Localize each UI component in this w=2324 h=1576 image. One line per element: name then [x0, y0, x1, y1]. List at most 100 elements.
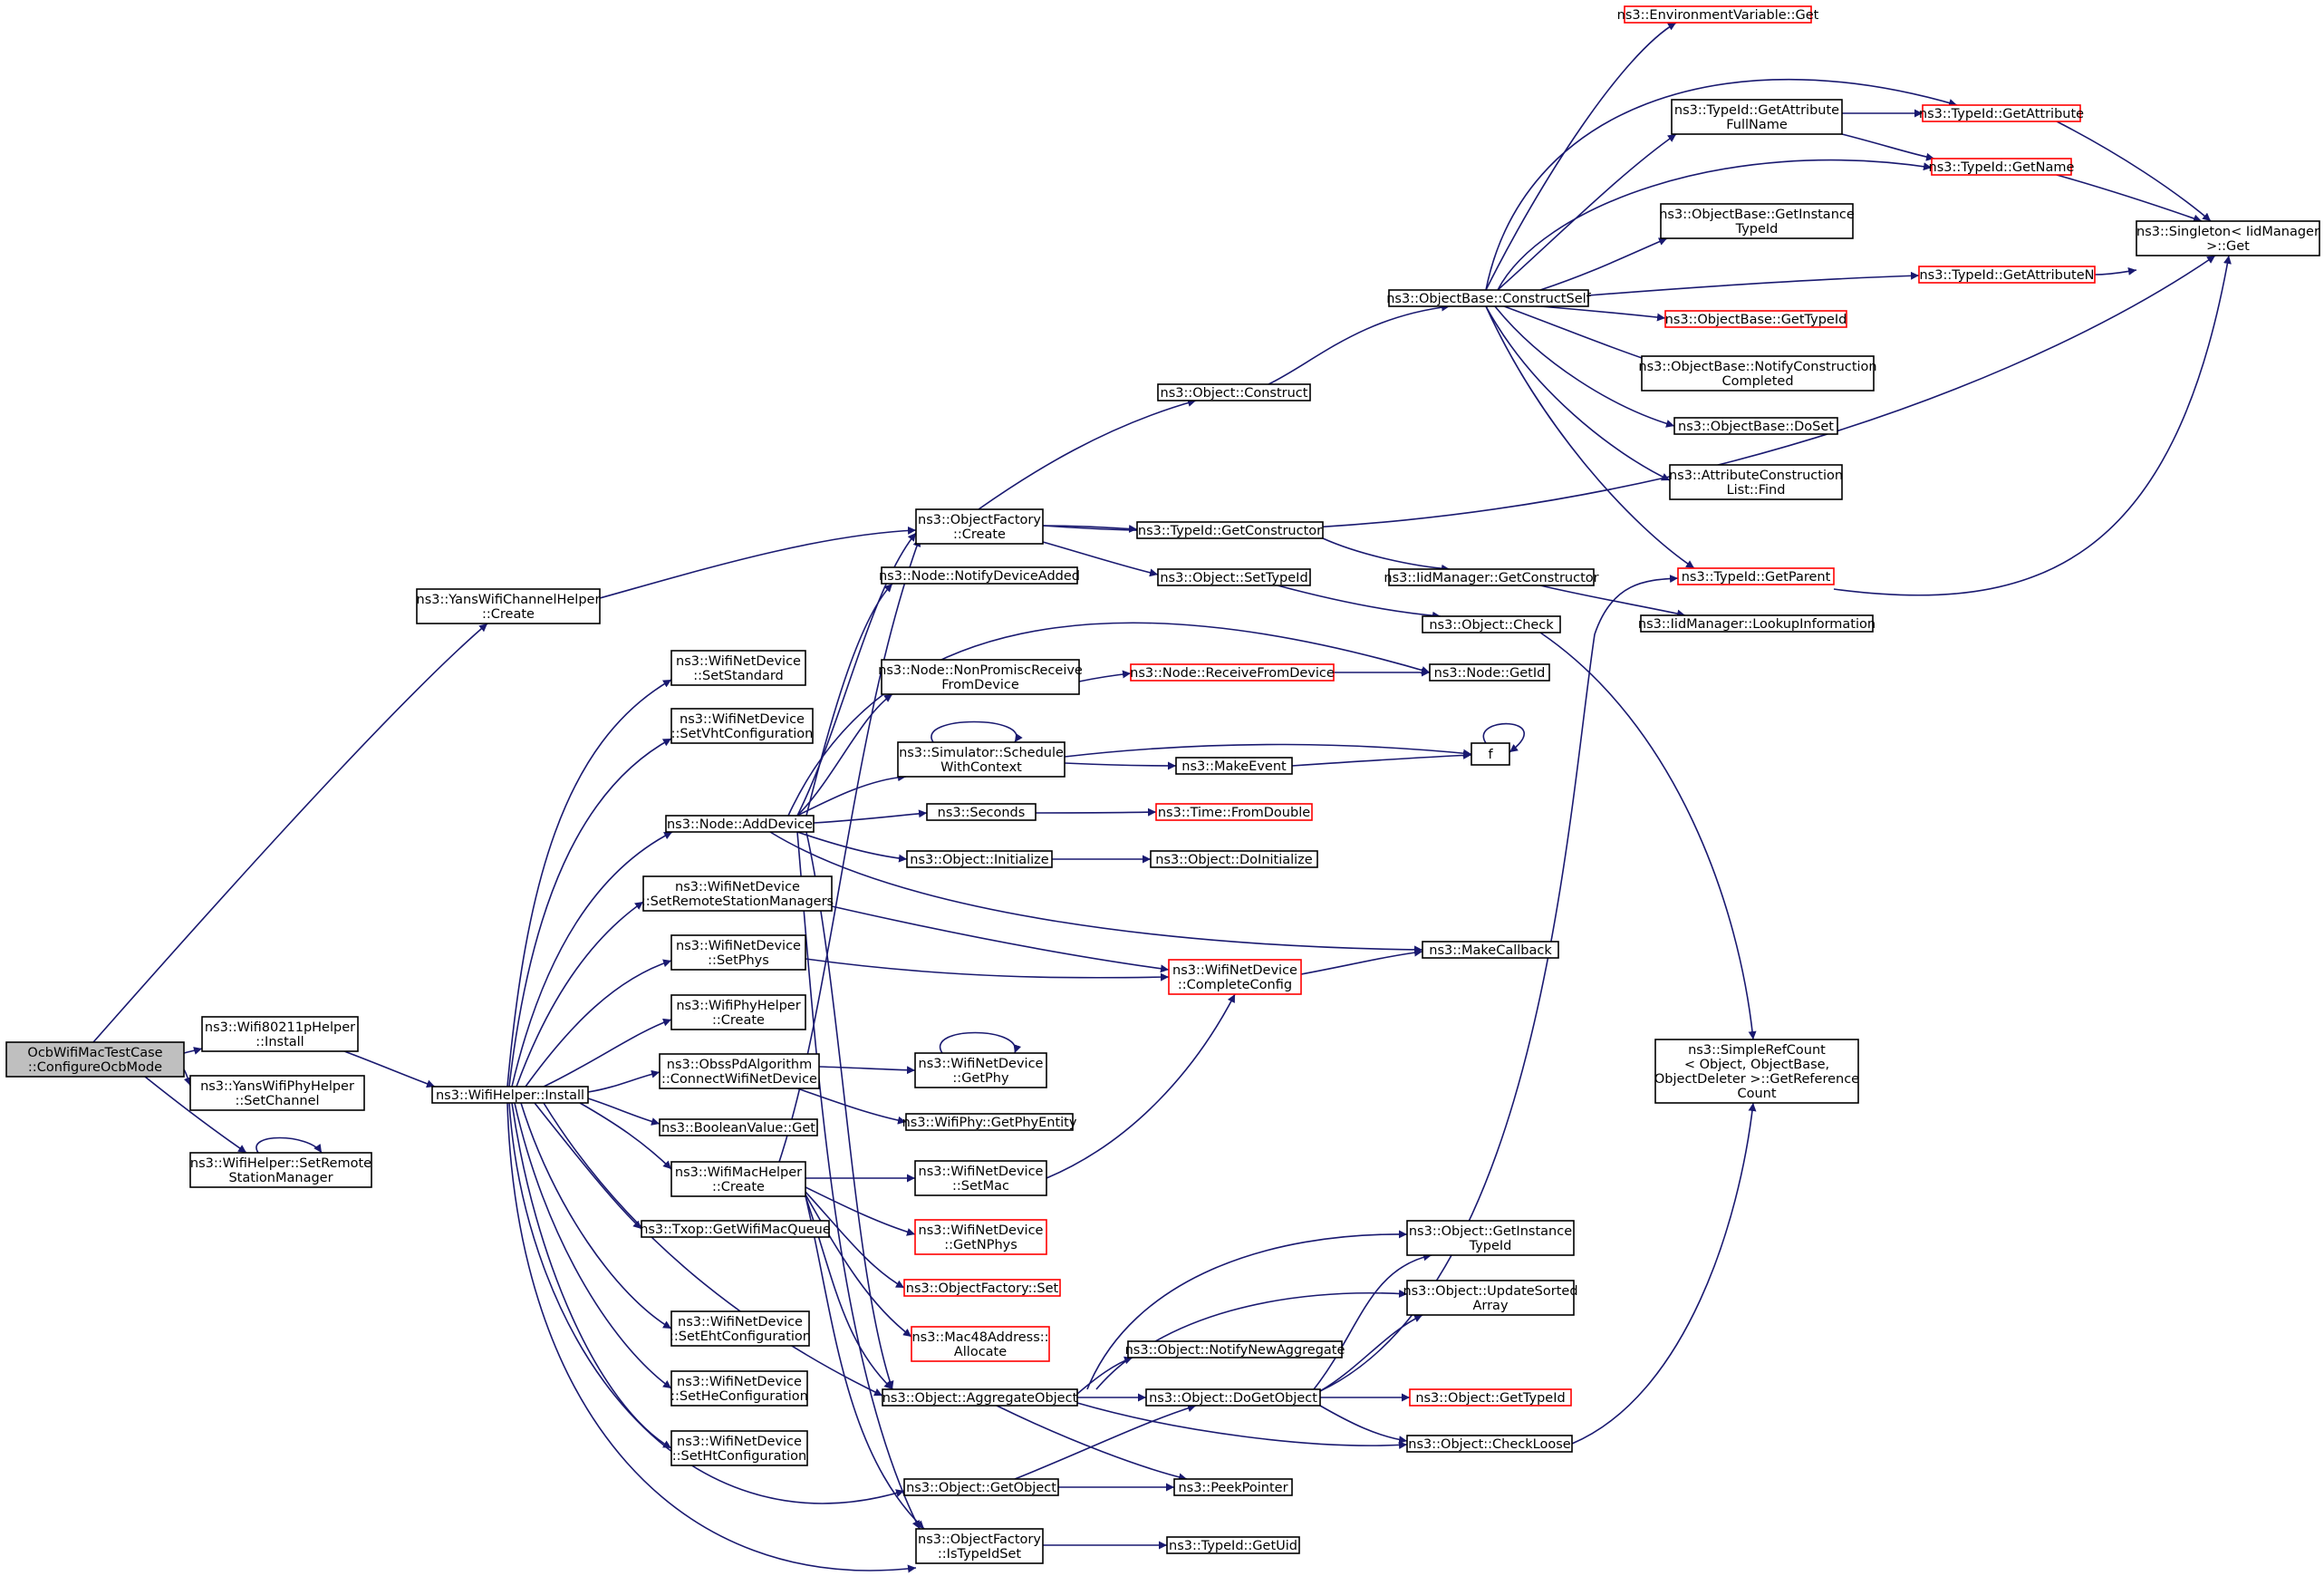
node-label-line: ns3::Object::UpdateSorted [1403, 1284, 1577, 1299]
node-ofCreate[interactable]: ns3::ObjectFactory::Create [915, 508, 1044, 545]
node-macAlloc[interactable]: ns3::Mac48Address::Allocate [911, 1326, 1050, 1362]
node-yansChanCreate[interactable]: ns3::YansWifiChannelHelper::Create [416, 588, 601, 624]
node-box [1406, 1280, 1575, 1316]
node-label-line: ns3::WifiNetDevice [1172, 963, 1297, 978]
node-setEht[interactable]: ns3::WifiNetDevice::SetEhtConfiguration [670, 1310, 811, 1347]
node-nodeAddDevice[interactable]: ns3::Node::AddDevice [665, 815, 815, 833]
edge-nodeAddDevice-to-nodeNonPromisc [796, 693, 893, 817]
node-w80211Install[interactable]: ns3::Wifi80211pHelper::Install [201, 1016, 359, 1052]
node-objGetTid[interactable]: ns3::Object::GetTypeId [1409, 1388, 1572, 1407]
node-nodeRecv[interactable]: ns3::Node::ReceiveFromDevice [1130, 663, 1335, 682]
node-doGetObj[interactable]: ns3::Object::DoGetObject [1145, 1388, 1321, 1407]
edge-setRSM-to-completeConfig [831, 905, 1170, 973]
node-box [1409, 1388, 1572, 1407]
node-setVht[interactable]: ns3::WifiNetDevice::SetVhtConfiguration [670, 708, 814, 744]
node-nodeNotify[interactable]: ns3::Node::NotifyDeviceAdded [879, 566, 1080, 585]
node-ofIsTypeIdSet[interactable]: ns3::ObjectFactory::IsTypeIdSet [915, 1528, 1044, 1564]
edge-arrow [1539, 305, 1666, 322]
node-getPhy[interactable]: ns3::WifiNetDevice::GetPhy [914, 1052, 1047, 1088]
node-macHelperCreate[interactable]: ns3::WifiMacHelper::Create [670, 1161, 806, 1197]
node-completeConfig[interactable]: ns3::WifiNetDevice::CompleteConfig [1168, 959, 1302, 995]
edge-obConstructSelf-to-tidGetAttr [1485, 78, 1958, 291]
node-objDoInit[interactable]: ns3::Object::DoInitialize [1150, 850, 1318, 868]
node-root[interactable]: OcbWifiMacTestCase::ConfigureOcbMode [5, 1041, 185, 1078]
node-label-line: ns3::WifiNetDevice [677, 1375, 802, 1389]
node-box [915, 508, 1044, 545]
edge-arrow [599, 526, 917, 599]
node-setHt[interactable]: ns3::WifiNetDevice::SetHtConfiguration [670, 1430, 808, 1466]
node-obConstructSelf[interactable]: ns3::ObjectBase::ConstructSelf [1386, 289, 1592, 307]
edge-wifiHelperInstall-to-nodeAddDevice [511, 831, 673, 1088]
node-tidGetParent[interactable]: ns3::TypeId::GetParent [1677, 567, 1835, 585]
node-seconds[interactable]: ns3::Seconds [926, 803, 1037, 821]
node-singletonGet[interactable]: ns3::Singleton< IidManager >::Get [2136, 220, 2320, 256]
node-box [1127, 1340, 1343, 1358]
node-label-line: ns3::ObjectBase::GetTypeId [1665, 313, 1847, 327]
node-phyHelperCreate[interactable]: ns3::WifiPhyHelper::Create [670, 994, 806, 1030]
node-box [882, 1388, 1078, 1407]
node-setRemoteStation[interactable]: ns3::WifiHelper::SetRemoteStationManager [189, 1152, 372, 1188]
node-setStandard[interactable]: ns3::WifiNetDevice::SetStandard [670, 650, 806, 686]
node-tidGetAttrN[interactable]: ns3::TypeId::GetAttributeN [1918, 266, 2096, 284]
edge-arrow [1313, 1252, 1432, 1390]
node-label-line: ns3::ObjectFactory [918, 513, 1041, 527]
node-objCheck[interactable]: ns3::Object::Check [1422, 615, 1561, 633]
node-notifyNewAgg[interactable]: ns3::Object::NotifyNewAggregate [1125, 1340, 1345, 1358]
node-label-line: ns3::WifiMacHelper [675, 1165, 802, 1180]
node-f[interactable]: f [1471, 742, 1510, 766]
node-objConstruct[interactable]: ns3::Object::Construct [1157, 383, 1311, 401]
edge-getObj-to-doGetObj [1014, 1404, 1197, 1480]
node-objInit[interactable]: ns3::Object::Initialize [906, 850, 1053, 868]
node-tidGetAttr[interactable]: ns3::TypeId::GetAttribute [1919, 104, 2084, 122]
edge-arrow [796, 831, 908, 863]
node-nodeGetId[interactable]: ns3::Node::GetId [1429, 663, 1550, 682]
node-aggObj[interactable]: ns3::Object::AggregateObject [882, 1388, 1078, 1407]
node-setRSM[interactable]: ns3::WifiNetDevice::SetRemoteStationMana… [641, 875, 834, 912]
node-tidGetCtor[interactable]: ns3::TypeId::GetConstructor [1136, 521, 1324, 539]
node-timeFromDouble[interactable]: ns3::Time::FromDouble [1155, 803, 1313, 821]
node-setHe[interactable]: ns3::WifiNetDevice::SetHeConfiguration [670, 1370, 808, 1407]
node-label-line: ns3::ObjectBase::ConstructSelf [1386, 292, 1591, 306]
node-obGetTid[interactable]: ns3::ObjectBase::GetTypeId [1664, 310, 1847, 328]
node-objSetTypeId[interactable]: ns3::Object::SetTypeId [1157, 568, 1311, 586]
node-setMac[interactable]: ns3::WifiNetDevice::SetMac [914, 1160, 1047, 1196]
node-tidGetName[interactable]: ns3::TypeId::GetName [1929, 158, 2075, 176]
node-yansPhySetChannel[interactable]: ns3::YansWifiPhyHelper::SetChannel [189, 1075, 365, 1111]
node-ofSet[interactable]: ns3::ObjectFactory::Set [903, 1279, 1061, 1297]
node-getPhyEntity[interactable]: ns3::WifiPhy::GetPhyEntity [902, 1113, 1077, 1131]
node-obssConnect[interactable]: ns3::ObssPdAlgorithm::ConnectWifiNetDevi… [659, 1053, 820, 1089]
node-setPhys[interactable]: ns3::WifiNetDevice::SetPhys [670, 934, 806, 971]
edge-tidGetName-to-singletonGet [2056, 174, 2203, 223]
node-iidLookup[interactable]: ns3::IidManager::LookupInformation [1638, 614, 1876, 633]
node-box [1671, 99, 1843, 135]
node-envVarGet[interactable]: ns3::EnvironmentVariable::Get [1617, 5, 1819, 24]
node-makeEvent[interactable]: ns3::MakeEvent [1175, 757, 1293, 775]
node-boolGet[interactable]: ns3::BooleanValue::Get [659, 1118, 818, 1136]
node-objCheckLoose[interactable]: ns3::Object::CheckLoose [1406, 1435, 1573, 1453]
node-getNPhys[interactable]: ns3::WifiNetDevice::GetNPhys [914, 1219, 1047, 1255]
node-iidGetCtor[interactable]: ns3::IidManager::GetConstructor [1384, 568, 1599, 586]
edge-arrow [1571, 1102, 1757, 1445]
node-tidGetUid[interactable]: ns3::TypeId::GetUid [1166, 1536, 1300, 1554]
node-getObj[interactable]: ns3::Object::GetObject [903, 1478, 1059, 1496]
node-label-line: ::SetHtConfiguration [672, 1449, 807, 1464]
edge-objCheck-to-simpleRefCount [1539, 632, 1757, 1040]
node-obNotifyCC[interactable]: ns3::ObjectBase::NotifyConstructionCompl… [1638, 355, 1877, 392]
node-label-line: ns3::TypeId::GetAttribute [1919, 107, 2084, 121]
node-peekPtr[interactable]: ns3::PeekPointer [1173, 1478, 1293, 1496]
node-obDoSet[interactable]: ns3::ObjectBase::DoSet [1673, 417, 1838, 435]
edge-doGetObj-to-tidGetParent [1319, 575, 1679, 1392]
node-simpleRefCount[interactable]: ns3::SimpleRefCount< Object, ObjectBase,… [1654, 1039, 1859, 1104]
node-txopGetQueue[interactable]: ns3::Txop::GetWifiMacQueue [640, 1220, 831, 1238]
edge-aggObj-to-notifyNewAgg [1076, 1356, 1133, 1395]
node-makeCallback[interactable]: ns3::MakeCallback [1422, 941, 1559, 959]
node-box [1664, 310, 1847, 328]
node-wifiHelperInstall[interactable]: ns3::WifiHelper::Install [431, 1086, 589, 1104]
